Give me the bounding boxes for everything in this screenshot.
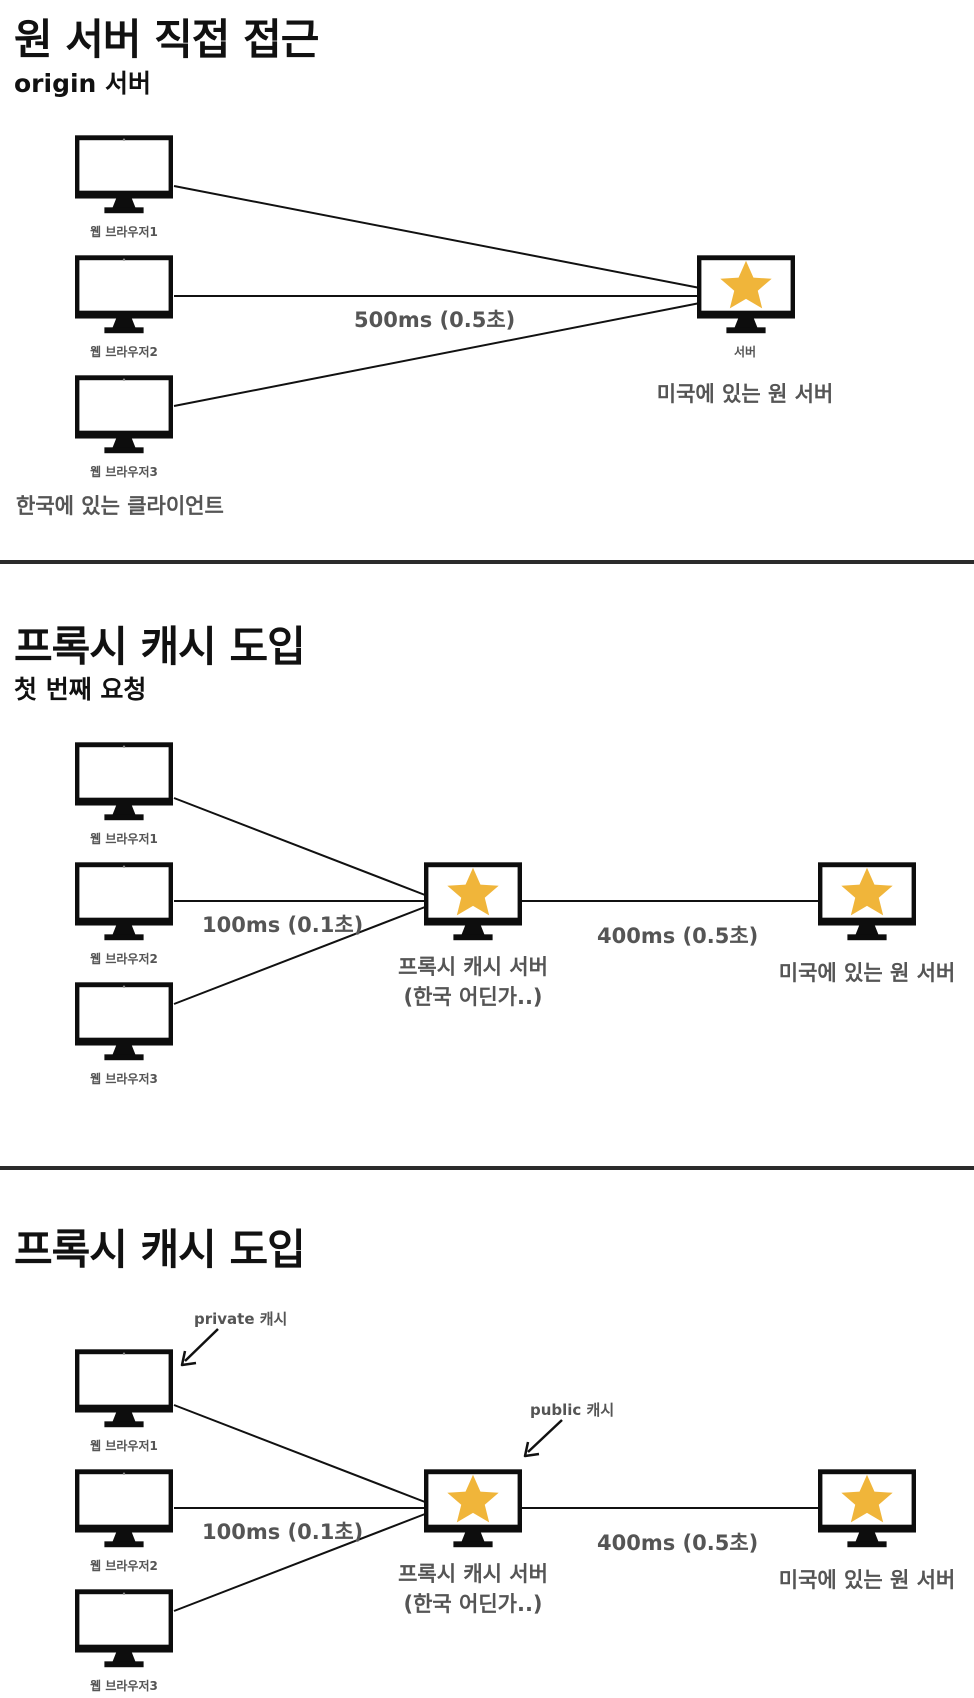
arrow-icon (180, 1328, 219, 1367)
section-origin-direct: 원 서버 직접 접근 origin 서버 웹 브라우저1 웹 브라우저2 웹 브… (0, 0, 974, 563)
connection-line (173, 906, 426, 1005)
server-star-icon (818, 1472, 916, 1547)
latency-label: 100ms (0.1초) (202, 913, 364, 937)
server-star-icon (818, 865, 916, 940)
proxy-label-line1: 프록시 캐시 서버 (398, 955, 548, 979)
client-label: 웹 브라우저2 (90, 952, 158, 966)
connection-line (173, 302, 701, 407)
public-cache-label: public 캐시 (530, 1401, 615, 1419)
monitor-icon (75, 1592, 173, 1667)
origin-caption: 미국에 있는 원 서버 (778, 961, 956, 985)
client-label: 웹 브라우저3 (90, 465, 158, 479)
connection-line (173, 1513, 426, 1612)
section-subtitle: origin 서버 (14, 69, 152, 98)
server-star-icon (697, 258, 795, 333)
diagram-proxy-first (0, 564, 974, 1170)
section-proxy-cache-types: 프록시 캐시 도입 private 캐시 public 캐시 웹 브라우저1 웹… (0, 1171, 974, 1698)
server-star-icon (424, 865, 522, 940)
section-title: 프록시 캐시 도입 (14, 1225, 306, 1274)
diagram-proxy-cache-types (0, 1328, 974, 1698)
monitor-icon (75, 985, 173, 1060)
connection-line (173, 1404, 426, 1503)
origin-caption: 미국에 있는 원 서버 (778, 1568, 956, 1592)
connection-line (173, 797, 426, 896)
section-title: 원 서버 직접 접근 (14, 15, 319, 64)
section-title: 프록시 캐시 도입 (14, 622, 306, 671)
proxy-server-label: 프록시 캐시 서버 (한국 어딘가..) (398, 952, 548, 1012)
monitor-icon (75, 1472, 173, 1547)
latency-label: 400ms (0.5초) (597, 1531, 759, 1555)
diagram-origin-direct (0, 0, 974, 563)
client-label: 웹 브라우저3 (90, 1679, 158, 1693)
monitor-icon (75, 138, 173, 213)
section-divider (0, 560, 974, 564)
proxy-label-line2: (한국 어딘가..) (403, 985, 543, 1009)
server-caption: 미국에 있는 원 서버 (656, 382, 834, 406)
monitor-icon (75, 745, 173, 820)
server-star-icon (424, 1472, 522, 1547)
client-label: 웹 브라우저2 (90, 345, 158, 359)
arrow-icon (523, 1419, 563, 1458)
latency-label: 500ms (0.5초) (354, 308, 516, 332)
client-label: 웹 브라우저1 (90, 832, 158, 846)
private-cache-label: private 캐시 (194, 1310, 288, 1328)
client-label: 웹 브라우저1 (90, 225, 158, 239)
proxy-server-label: 프록시 캐시 서버 (한국 어딘가..) (398, 1559, 548, 1619)
client-group-label: 한국에 있는 클라이언트 (16, 494, 224, 518)
monitor-icon (75, 378, 173, 453)
section-subtitle: 첫 번째 요청 (14, 675, 147, 704)
latency-label: 100ms (0.1초) (202, 1520, 364, 1544)
section-proxy-first-request: 프록시 캐시 도입 첫 번째 요청 웹 브라우저1 웹 브라우저2 웹 브라우저… (0, 564, 974, 1170)
connection-line (173, 185, 701, 289)
server-label: 서버 (733, 345, 757, 359)
latency-label: 400ms (0.5초) (597, 924, 759, 948)
monitor-icon (75, 865, 173, 940)
client-label: 웹 브라우저1 (90, 1439, 158, 1453)
monitor-icon (75, 258, 173, 333)
client-label: 웹 브라우저3 (90, 1072, 158, 1086)
client-label: 웹 브라우저2 (90, 1559, 158, 1573)
section-divider (0, 1166, 974, 1170)
proxy-label-line2: (한국 어딘가..) (403, 1592, 543, 1616)
monitor-icon (75, 1352, 173, 1427)
proxy-label-line1: 프록시 캐시 서버 (398, 1562, 548, 1586)
